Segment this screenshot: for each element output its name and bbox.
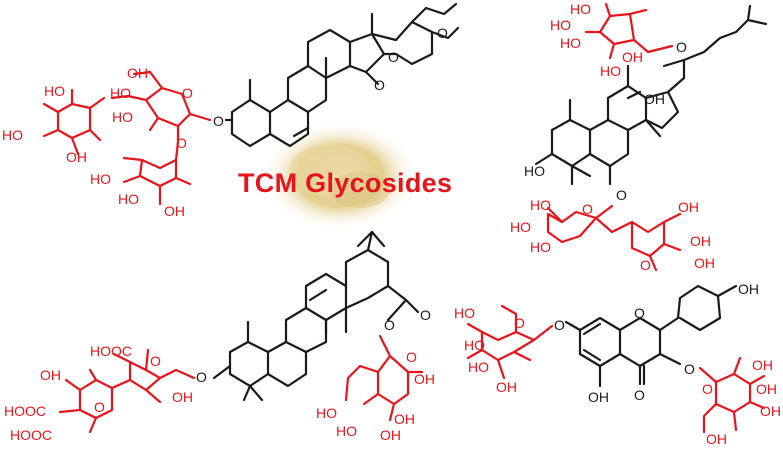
ring-oxygen-label: O — [374, 77, 385, 93]
figure-title: TCM Glycosides — [238, 168, 453, 198]
hydroxyl-label: OH — [706, 431, 727, 447]
aglycone-bottom-right — [564, 284, 738, 388]
hydroxyl-label: HO — [118, 191, 139, 207]
hydroxyl-label: OH — [752, 357, 773, 373]
hydroxyl-label: OH — [678, 199, 699, 215]
hydroxyl-label: HO — [2, 127, 23, 143]
hydroxyl-label: HO — [468, 359, 489, 375]
ring-oxygen-label: O — [437, 25, 448, 41]
aglycone-bottom-left — [212, 230, 420, 402]
hydroxyl-label: OH — [164, 203, 185, 219]
hydroxyl-label: OH — [394, 411, 415, 427]
sugar-bottom-right-left — [466, 304, 554, 380]
ester-oxygen-label: O — [384, 317, 395, 333]
hydroxyl-label: OH — [694, 255, 715, 271]
hydroxyl-label: HO — [570, 1, 591, 17]
hydroxyl-label: OH — [738, 281, 759, 297]
hydroxyl-label: OH — [644, 91, 665, 107]
hydroxyl-label: OH — [414, 371, 435, 387]
carboxyl-label: HOOC — [10, 427, 52, 443]
hydroxyl-label: HO — [110, 85, 131, 101]
hydroxyl-label: HO — [454, 305, 475, 321]
molecule-bottom-right: O O OH OH O O HO HO HO OH O OH OH OH O — [454, 281, 781, 447]
hydroxyl-label: OH — [588, 389, 609, 405]
molecule-bottom-left: O O O HOOC O OH OH HOOC HOOC O O OH HO — [4, 230, 435, 443]
hydroxyl-label: OH — [40, 367, 61, 383]
hydroxyl-label: HO — [336, 423, 357, 439]
ring-oxygen-label: O — [150, 353, 161, 369]
aglycone-top-left — [224, 2, 460, 148]
powder-image — [262, 121, 418, 231]
hydroxyl-label: OH — [690, 233, 711, 249]
carboxyl-label: HOOC — [4, 403, 46, 419]
ring-oxygen-label: O — [176, 135, 187, 151]
hydroxyl-label: HO — [530, 197, 551, 213]
hydroxyl-label: OH — [127, 65, 148, 81]
hydroxyl-label: HO — [510, 219, 531, 235]
glycosidic-oxygen-label: O — [196, 369, 207, 385]
ring-oxygen-label: O — [514, 315, 525, 331]
glycosidic-oxygen-label: O — [616, 187, 627, 203]
sugar-chain-top-left — [42, 70, 212, 206]
hydroxyl-label: OH — [66, 149, 87, 165]
hydroxyl-label: HO — [530, 239, 551, 255]
ring-oxygen-label: O — [702, 381, 713, 397]
hydroxyl-label: OH — [496, 379, 517, 395]
glycosidic-oxygen-label: O — [684, 361, 695, 377]
molecule-top-right: OH HO O O HO HO HO HO OH HO HO HO O OH O… — [510, 1, 768, 273]
ring-oxygen-label: O — [388, 49, 399, 65]
ring-oxygen-label: O — [634, 305, 645, 321]
ring-oxygen-label: O — [406, 349, 417, 365]
sugar-top-right-lower — [546, 204, 682, 272]
glycosidic-oxygen-label: O — [554, 317, 565, 333]
hydroxyl-label: HO — [90, 171, 111, 187]
hydroxyl-label: OH — [756, 381, 777, 397]
carbonyl-oxygen-label: O — [634, 387, 645, 403]
hydroxyl-label: OH — [172, 389, 193, 405]
glycosidic-oxygen-label: O — [676, 39, 687, 55]
ring-oxygen-label: O — [640, 257, 651, 273]
aglycone-top-right — [534, 4, 768, 186]
hydroxyl-label: HO — [600, 63, 621, 79]
hydroxyl-label: HO — [560, 35, 581, 51]
hydroxyl-label: HO — [550, 17, 571, 33]
hydroxyl-label: HO — [316, 405, 337, 421]
hydroxyl-label: HO — [524, 163, 545, 179]
hydroxyl-label: OH — [622, 49, 643, 65]
ring-oxygen-label: O — [182, 85, 193, 101]
hydroxyl-label: HO — [464, 337, 485, 353]
sugar-chain-bottom-left — [58, 334, 424, 434]
glycosidic-oxygen-label: O — [213, 113, 224, 129]
hydroxyl-label: HO — [44, 83, 65, 99]
sugar-bottom-right-lower — [698, 356, 766, 434]
carbonyl-oxygen-label: O — [420, 307, 431, 323]
ring-oxygen-label: O — [582, 201, 593, 217]
ring-oxygen-label: O — [94, 399, 105, 415]
hydroxyl-label: OH — [380, 427, 401, 443]
hydroxyl-label: HO — [112, 109, 133, 125]
sugar-top-right-upper — [584, 2, 674, 60]
hydroxyl-label: OH — [760, 403, 781, 419]
carboxyl-label: HOOC — [90, 343, 132, 359]
molecule-top-left: O O O O HO OH HO O O HO HO OH H — [2, 2, 460, 219]
